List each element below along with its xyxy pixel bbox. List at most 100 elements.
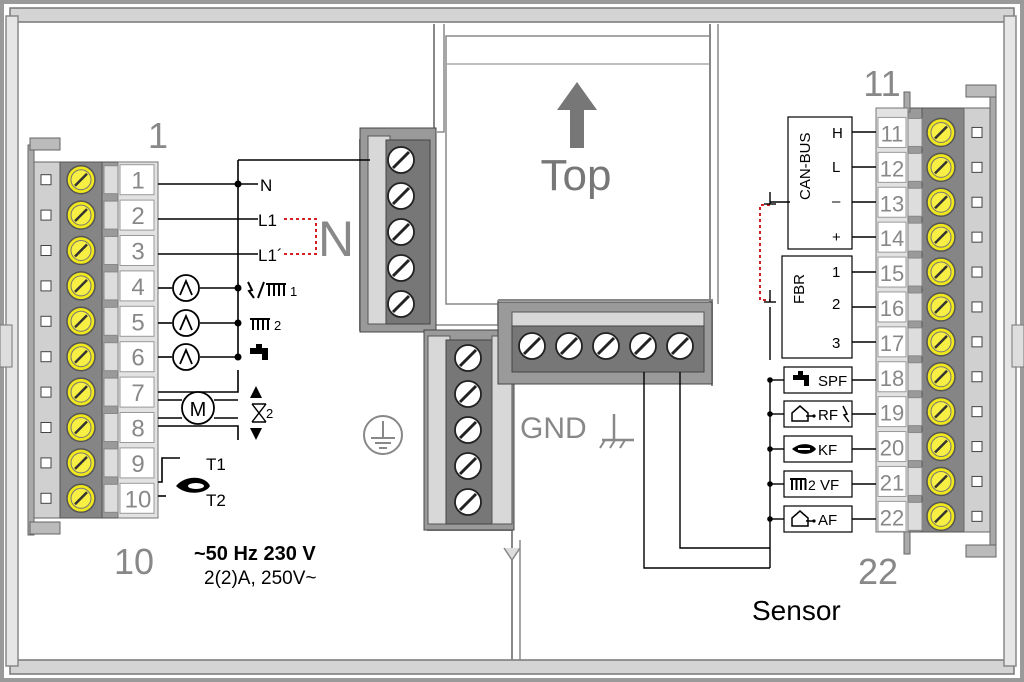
can-bus-box xyxy=(787,116,853,250)
left-terminal-number: 9 xyxy=(131,451,144,478)
terminal-screw-8[interactable] xyxy=(66,412,96,443)
terminal-screw-19[interactable] xyxy=(926,396,956,427)
left-terminal-number: 7 xyxy=(131,380,144,407)
top-label: Top xyxy=(541,151,612,200)
left-terminal-number: 10 xyxy=(125,486,152,513)
terminal-screw-14[interactable] xyxy=(926,222,956,252)
center-lower-screw[interactable] xyxy=(454,488,482,516)
center-gnd-screw[interactable] xyxy=(592,332,620,360)
center-upper-screw[interactable] xyxy=(387,146,415,174)
center-gnd-screw[interactable] xyxy=(518,332,546,360)
tap-icon xyxy=(250,344,268,360)
terminal-screw-1[interactable] xyxy=(66,164,96,195)
left-terminal-7: 7 xyxy=(40,376,155,408)
right-terminal-number: 22 xyxy=(880,505,904,530)
center-upper-screw[interactable] xyxy=(387,290,415,318)
terminal-screw-21[interactable] xyxy=(926,466,956,497)
center-lower-screw[interactable] xyxy=(454,452,482,480)
sensor-label: AF xyxy=(818,512,837,529)
terminal-screw-16[interactable] xyxy=(926,292,956,322)
terminal-screw-11[interactable] xyxy=(926,117,956,148)
left-terminal-10: 10 xyxy=(40,482,155,514)
can-h-label: H xyxy=(832,125,843,142)
terminal-screw-9[interactable] xyxy=(66,448,96,478)
terminal-screw-6[interactable] xyxy=(66,341,96,372)
center-lower-screw[interactable] xyxy=(454,416,482,444)
left-terminal-number: 4 xyxy=(131,274,144,301)
left-terminal-number: 8 xyxy=(131,416,144,443)
l1-bridge xyxy=(284,218,317,255)
terminal-screw-4[interactable] xyxy=(66,271,96,301)
house-sensor-icon xyxy=(791,405,816,422)
center-gnd-screw[interactable] xyxy=(666,332,694,360)
right-terminal-number: 16 xyxy=(880,296,904,321)
right-terminal-16: 16 xyxy=(877,291,983,323)
wire-junctions xyxy=(234,180,242,361)
terminal-screw-2[interactable] xyxy=(66,200,96,230)
mixer-valve-icon xyxy=(250,386,267,440)
center-upper-screw[interactable] xyxy=(387,182,415,210)
left-terminal-number: 6 xyxy=(131,345,144,372)
right-terminal-number: 11 xyxy=(881,121,904,146)
terminal-screw-5[interactable] xyxy=(66,306,96,337)
left-terminal-number: 1 xyxy=(131,168,144,195)
right-terminal-number: 19 xyxy=(880,401,904,426)
right-terminal-14: 14 xyxy=(877,221,983,253)
left-block-label-bottom: 10 xyxy=(114,541,154,582)
sensor-label: SPF xyxy=(818,373,847,390)
fbr-pin3-label: 3 xyxy=(832,335,840,352)
right-terminal-20: 20 xyxy=(877,431,983,463)
right-block-label-top: 11 xyxy=(863,63,900,104)
center-lower-screw[interactable] xyxy=(454,344,482,372)
right-terminal-number: 14 xyxy=(880,226,904,251)
terminal-screw-20[interactable] xyxy=(926,431,956,462)
ground-icon xyxy=(764,290,776,303)
sensor-rf: RF xyxy=(783,400,853,428)
terminal-screw-22[interactable] xyxy=(926,501,956,532)
center-gnd-screw[interactable] xyxy=(629,332,657,360)
center-upper-screw[interactable] xyxy=(387,218,415,246)
boiler-icon xyxy=(792,444,816,454)
can-l-label: L xyxy=(832,159,840,176)
right-terminal-number: 15 xyxy=(880,261,904,286)
right-terminal-15: 15 xyxy=(877,256,983,288)
terminal-screw-7[interactable] xyxy=(66,377,96,407)
right-terminal-number: 17 xyxy=(880,331,904,356)
left-terminal-8: 8 xyxy=(40,412,155,443)
center-gnd-screw[interactable] xyxy=(555,332,583,360)
flame-icon xyxy=(176,477,210,493)
can-ground-wire xyxy=(759,204,770,301)
center-terminal-block-lower xyxy=(423,329,515,531)
right-terminal-21: 21 xyxy=(877,465,983,497)
radiator-icon xyxy=(250,318,270,330)
right-terminal-19: 19 xyxy=(877,396,983,428)
house-sensor-icon xyxy=(791,510,816,527)
center-lower-screw[interactable] xyxy=(454,380,482,408)
terminal-screw-18[interactable] xyxy=(926,362,956,392)
terminal-screw-13[interactable] xyxy=(926,187,956,217)
right-wiring xyxy=(643,131,876,569)
terminal-screw-3[interactable] xyxy=(66,235,96,266)
sensor-af: AF xyxy=(783,505,853,533)
thermostat-icon xyxy=(842,405,850,423)
right-terminal-number: 20 xyxy=(880,436,904,461)
terminal-screw-15[interactable] xyxy=(926,257,956,287)
motor-icon: M xyxy=(181,391,215,425)
right-terminal-11: 11 xyxy=(877,116,983,148)
terminal-screw-17[interactable] xyxy=(926,327,956,357)
mixer-index: 2 xyxy=(266,406,273,421)
left-terminal-number: 5 xyxy=(131,309,144,336)
terminal-screw-12[interactable] xyxy=(926,152,956,183)
fbr-title: FBR xyxy=(791,274,808,304)
power-spec-line1: ~50 Hz 230 V xyxy=(194,543,316,565)
left-block-label-top: 1 xyxy=(148,115,168,156)
terminal-screw-10[interactable] xyxy=(66,483,96,514)
top-arrow-icon xyxy=(557,82,597,148)
right-terminal-12: 12 xyxy=(877,151,983,183)
center-upper-screw[interactable] xyxy=(387,254,415,282)
fbr-pin1-label: 1 xyxy=(832,264,840,281)
